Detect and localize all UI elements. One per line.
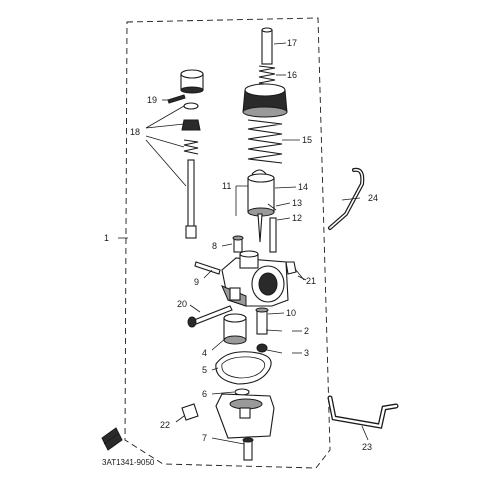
callout-2: 2	[304, 326, 309, 336]
callout-15: 15	[302, 135, 312, 145]
part-19-pin	[167, 94, 186, 104]
callout-5: 5	[202, 365, 207, 375]
part-washer	[183, 102, 199, 110]
part-choke-nut	[181, 119, 201, 131]
part-8-fitting	[232, 235, 244, 253]
callout-19: 19	[147, 95, 157, 105]
callout-22: 22	[160, 420, 170, 430]
callout-3: 3	[304, 348, 309, 358]
part-1-carburetor-body	[221, 250, 289, 307]
callout-20: 20	[177, 299, 187, 309]
part-4-float	[223, 313, 247, 345]
part-24-hose-inner	[329, 168, 364, 229]
callout-10: 10	[286, 308, 296, 318]
callout-17: 17	[287, 38, 297, 48]
part-choke-spring	[183, 139, 199, 155]
part-3-main-jet	[256, 343, 268, 353]
part-13-pin	[267, 203, 277, 211]
callout-1: 1	[104, 233, 109, 243]
part-7-screw	[242, 437, 254, 461]
part-22-fitting	[181, 403, 199, 421]
callout-24: 24	[368, 193, 378, 203]
part-top-nut	[242, 83, 288, 118]
part-23-hose	[327, 395, 399, 429]
leader-lines	[118, 42, 369, 445]
part-12-pilot-screw	[269, 217, 277, 253]
callout-23: 23	[362, 442, 372, 452]
part-float-bowl	[215, 393, 275, 439]
callout-numbers: 17 16 15 14 13 12 11 19 18 1 8 9 21 20 1…	[102, 38, 378, 467]
callout-7: 7	[202, 433, 207, 443]
callout-16: 16	[287, 70, 297, 80]
callout-4: 4	[202, 348, 207, 358]
drawing-code: 3AT1341-9050	[102, 458, 155, 467]
part-bracket-icon	[101, 427, 123, 451]
part-24-hose	[328, 167, 365, 230]
callout-9: 9	[194, 277, 199, 287]
part-17-rod	[261, 27, 273, 65]
callout-21: 21	[306, 276, 316, 286]
part-choke-knob	[180, 69, 204, 94]
callout-11: 11	[222, 181, 231, 191]
callout-18: 18	[130, 127, 140, 137]
part-23-hose-inner	[328, 396, 398, 428]
part-needle	[257, 213, 263, 243]
part-9-screw	[194, 261, 221, 275]
part-10-jet-holder	[255, 307, 269, 335]
callout-14: 14	[298, 182, 308, 192]
part-15-spring	[247, 119, 283, 164]
callout-12: 12	[292, 213, 302, 223]
callout-13: 13	[292, 198, 302, 208]
callout-8: 8	[212, 241, 217, 251]
assembly-boundary	[124, 17, 331, 469]
leader-21	[295, 269, 305, 281]
part-choke-plunger	[185, 159, 197, 239]
part-21-nut	[285, 261, 297, 275]
part-16-spring	[258, 65, 276, 87]
callout-6: 6	[202, 389, 207, 399]
part-20-bolt	[187, 305, 233, 328]
part-14-throttle-valve	[247, 173, 275, 217]
